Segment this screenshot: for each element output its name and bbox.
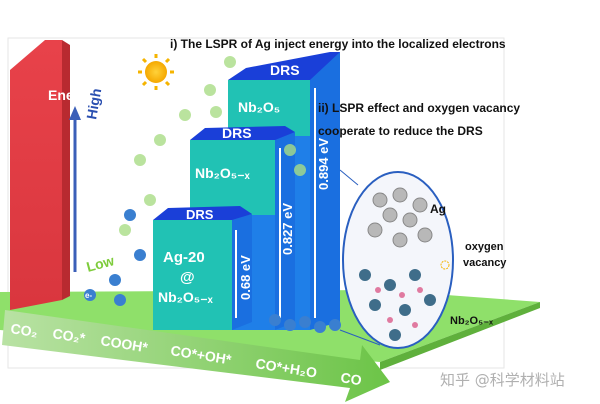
drs-top-2: [190, 126, 295, 140]
species-cooh: COOH*: [100, 332, 150, 355]
ag20-label: Ag-20: [163, 249, 205, 266]
vacancy-label: vacancy: [463, 257, 507, 269]
zoom-line-top: [339, 169, 359, 186]
species-co2: CO₂: [10, 320, 39, 340]
drs-top-1: [153, 206, 252, 220]
gap-label-3: 0.894 eV: [316, 138, 331, 190]
support-label: Nb₂O₅₋ₓ: [450, 315, 494, 327]
ag-nb2o5x-label: Nb₂O₅₋ₓ: [158, 289, 214, 305]
electrons: [84, 56, 341, 333]
watermark: 知乎 @科学材料站: [440, 371, 565, 389]
energy-high-label: High: [83, 87, 104, 120]
energy-wall-side: [62, 40, 70, 300]
caption-step2-line2: cooperate to reduce the DRS: [318, 124, 483, 138]
caption-step1: i) The LSPR of Ag inject energy into the…: [170, 37, 506, 51]
nb2o5-label: Nb₂O₅: [238, 99, 280, 115]
excited-electrons: [119, 56, 306, 236]
energy-low-label: Low: [85, 252, 116, 275]
drs-label-3: DRS: [270, 62, 300, 78]
gap-label-2: 0.827 eV: [280, 203, 295, 255]
ag-label: Ag: [430, 202, 446, 216]
nb2o5-block-side: [310, 52, 340, 330]
electron-label: e-: [85, 291, 92, 300]
nb2o5x-label: Nb₂O₅₋ₓ: [195, 165, 251, 181]
sun-icon: [138, 54, 174, 90]
zoom-line-bottom: [339, 329, 381, 346]
drs-top-3: [228, 52, 340, 80]
drs-label-1: DRS: [186, 207, 214, 222]
oxygen-vacancy-icon: [440, 260, 450, 270]
ag-nb2o5x-block: [153, 220, 232, 330]
energy-title: Energy: [48, 87, 96, 103]
species-co: CO: [340, 369, 363, 388]
floor-edge: [380, 302, 540, 370]
species-co2-ads: CO₂*: [52, 325, 87, 346]
at-label: @: [180, 269, 195, 286]
nb2o5x-block: [190, 140, 275, 215]
gap-label-1: 0.68 eV: [238, 255, 253, 300]
drs-label-2: DRS: [222, 125, 252, 141]
energy-wall: [10, 40, 62, 310]
energy-arrowhead-icon: [69, 106, 81, 120]
ground-electrons: [84, 209, 341, 333]
caption-step2-line1: ii) LSPR effect and oxygen vacancy: [318, 101, 520, 115]
crystal-structure: [342, 171, 454, 349]
reaction-arrow: [2, 310, 390, 402]
oxygen-label: oxygen: [465, 241, 504, 253]
gap-arrows: [235, 88, 316, 318]
